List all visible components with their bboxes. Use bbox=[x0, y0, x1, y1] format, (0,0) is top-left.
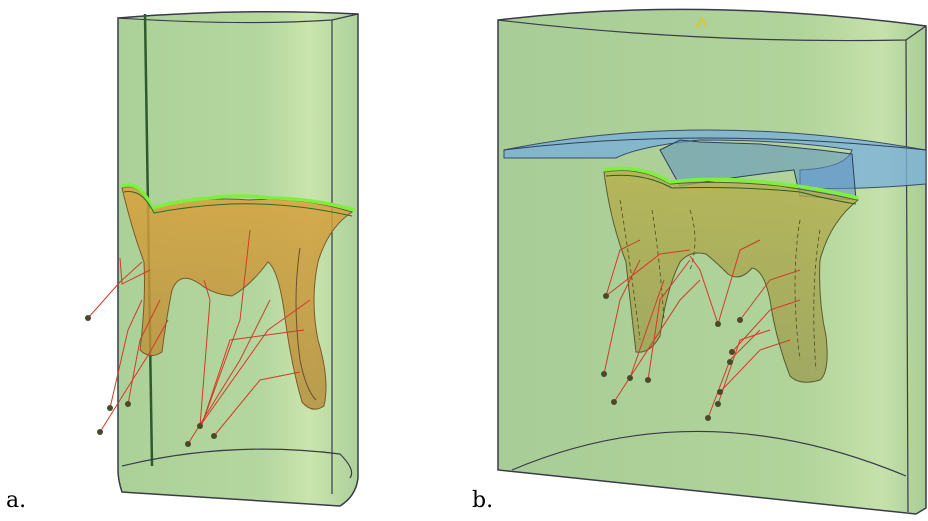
panel-b-top-outline-inner bbox=[605, 174, 857, 205]
panel-a-top-outline bbox=[121, 183, 356, 212]
panel-a-well-paths bbox=[87, 229, 311, 445]
panel-a-cavity-edge bbox=[295, 247, 317, 401]
panel-b bbox=[497, 8, 927, 515]
panel-a-top-edge bbox=[117, 13, 359, 24]
panel-b-top-marker bbox=[695, 15, 707, 29]
panel-a-well-points bbox=[85, 315, 217, 447]
panel-b-corner-edge bbox=[905, 39, 909, 513]
panel-a-bottom-edge bbox=[121, 448, 353, 479]
panel-a bbox=[85, 11, 359, 507]
panel-b-annulus-top bbox=[503, 137, 927, 151]
panel-b-bottom-edge bbox=[511, 430, 907, 477]
panel-b-label: b. bbox=[472, 488, 494, 513]
panel-b-well-paths bbox=[603, 239, 801, 419]
panel-a-label: a. bbox=[6, 488, 27, 513]
panel-b-container bbox=[497, 8, 927, 515]
panel-a-top-outline-inner bbox=[123, 190, 353, 217]
panel-b-cavity-shading bbox=[619, 199, 821, 371]
panel-b-top-edge bbox=[497, 19, 927, 42]
panel-b-top-outline bbox=[603, 166, 859, 200]
panel-b-well-points bbox=[601, 293, 743, 421]
